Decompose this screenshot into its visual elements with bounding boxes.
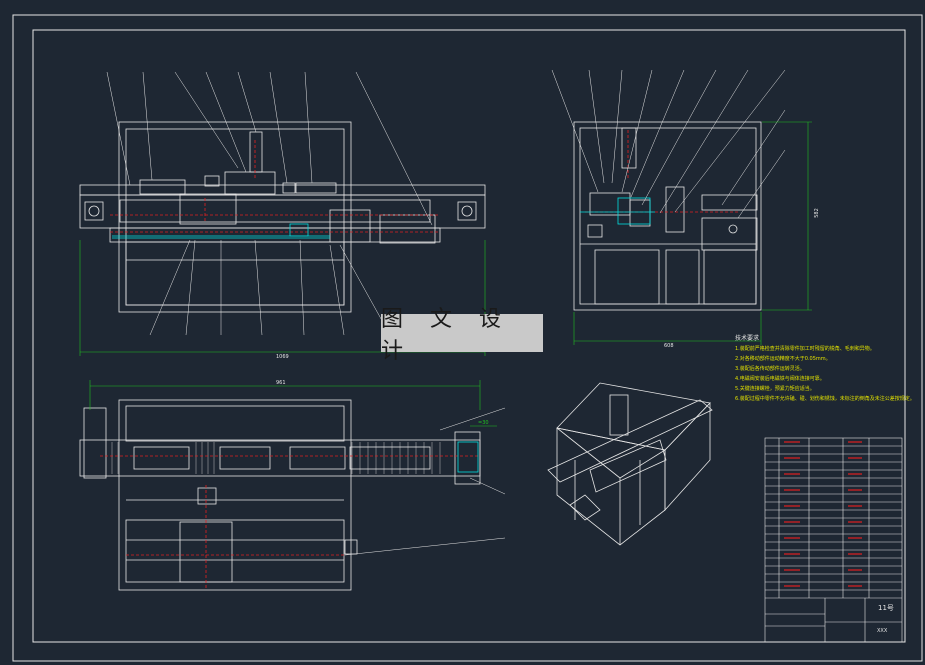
front-view-leaders — [106, 71, 433, 336]
plan-view-leaders — [344, 407, 506, 556]
note-line-5: 5.关键连接螺栓，预紧力矩应适当。 — [735, 386, 815, 392]
inner-border — [32, 29, 906, 643]
front-view-hidden — [110, 140, 440, 233]
side-view-leaders — [551, 69, 786, 219]
side-view — [573, 121, 762, 311]
bom-table-fills — [784, 441, 862, 587]
plan-view — [79, 399, 481, 591]
plan-view-ribs — [111, 442, 441, 474]
note-line-6: 6.装配过程中零件不允许磕、碰、划伤和锈蚀，未标注的倒角及未注公差按规定。 — [735, 396, 915, 402]
drawing-scale: XXX — [877, 628, 888, 634]
front-width-dimension: 1069 — [276, 354, 289, 360]
note-line-2: 2.对各移动部件运动精度不大于0.05mm。 — [735, 356, 831, 362]
bom-table — [764, 437, 903, 643]
side-height-dimension: 582 — [813, 208, 820, 218]
plan-view-highlight — [457, 441, 479, 473]
plan-view-dimensions — [89, 380, 497, 427]
isometric-view — [547, 382, 713, 546]
technical-notes: 技术要求 1.装配前严格检查并清除零件加工时残留的锐角、毛刺和异物。 2.对各移… — [735, 333, 915, 402]
side-width-dimension: 608 — [664, 343, 674, 349]
side-view-highlight — [580, 197, 655, 225]
side-view-hidden — [585, 130, 740, 213]
side-view-dimensions — [573, 121, 812, 345]
outer-border — [12, 14, 923, 662]
front-view-highlight — [112, 223, 330, 239]
notes-title: 技术要求 — [735, 335, 760, 342]
front-view — [79, 121, 486, 313]
note-line-3: 3.装配后各传动部件运转灵活。 — [735, 366, 805, 372]
watermark-label: 图 文 设 计 — [381, 307, 543, 364]
plan-width-dimension: 961 — [276, 380, 286, 386]
note-line-4: 4.电磁阀安装后电磁铁与阀体连接可靠。 — [735, 376, 825, 382]
drawing-number: 11号 — [878, 604, 894, 612]
plan-offset-dimension: =30 — [478, 420, 489, 426]
note-line-1: 1.装配前严格检查并清除零件加工时残留的锐角、毛刺和异物。 — [735, 346, 875, 352]
plan-view-hidden — [100, 455, 480, 590]
